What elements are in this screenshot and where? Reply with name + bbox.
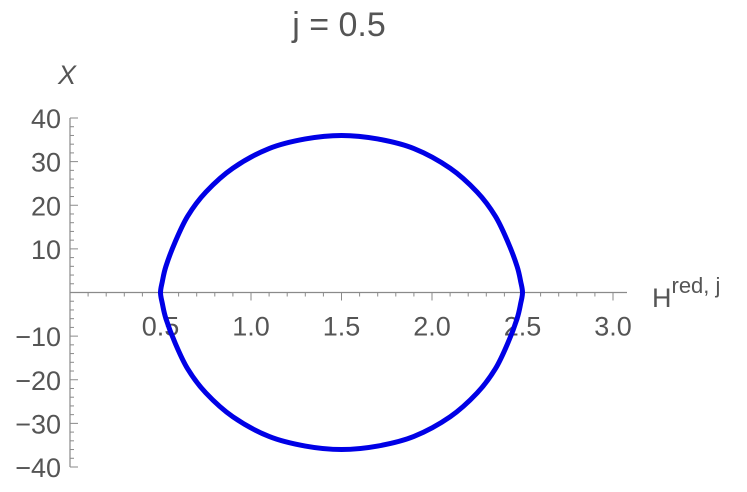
y-tick-label: 30 (31, 148, 61, 178)
y-tick-label: −40 (15, 453, 61, 483)
x-tick-label: 1.0 (232, 312, 270, 342)
ticks (70, 117, 614, 468)
x-tick-label: 1.5 (323, 312, 361, 342)
y-tick-label: −30 (15, 409, 61, 439)
y-tick-label: 10 (31, 235, 61, 265)
series-group (158, 132, 525, 453)
series-line (158, 132, 525, 453)
x-axis-label-base: H (652, 283, 672, 313)
y-tick-label: −10 (15, 322, 61, 352)
chart-title: j = 0.5 (291, 6, 386, 44)
x-tick-label: 3.0 (594, 312, 632, 342)
y-tick-label: 20 (31, 191, 61, 221)
y-tick-label: 40 (31, 104, 61, 134)
y-tick-label: −20 (15, 366, 61, 396)
x-tick-label: 2.0 (413, 312, 451, 342)
x-axis-label: Hred, j (652, 273, 720, 313)
x-axis-label-superscript: red, j (672, 273, 721, 298)
y-axis-label: X (57, 60, 77, 90)
